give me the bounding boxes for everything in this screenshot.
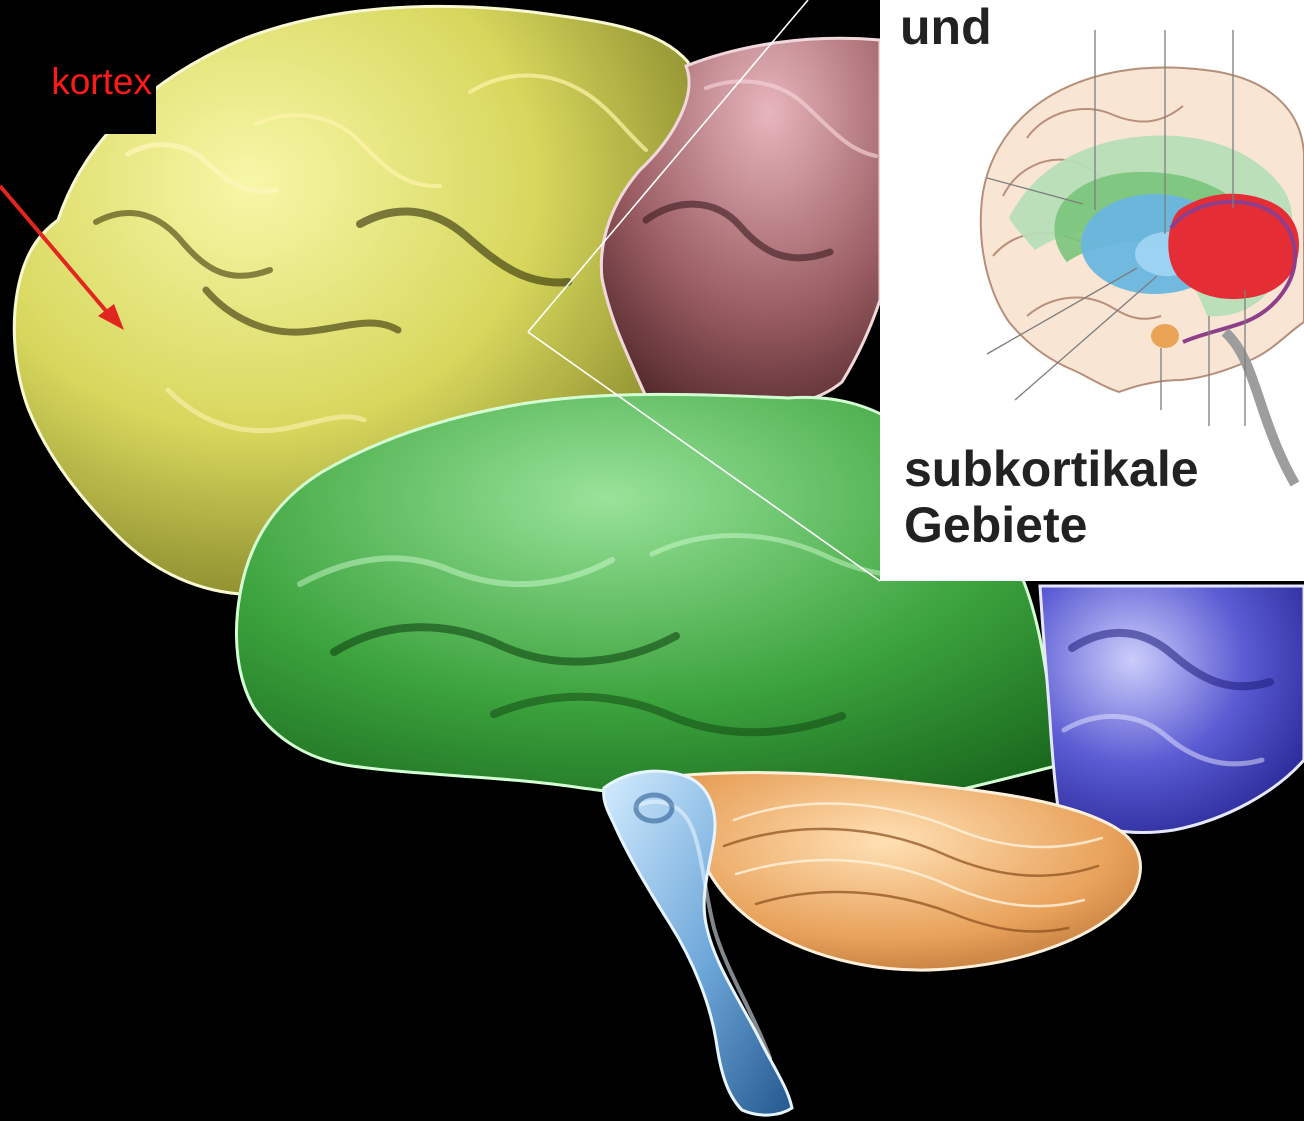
inset-amygdala [1151,324,1179,348]
inset-subtitle: subkortikale Gebiete [904,441,1199,553]
subcortical-inset-panel: und [880,0,1304,581]
inset-subtitle-line-1: subkortikale [904,441,1199,497]
inset-red-region [1168,194,1299,299]
occipital-lobe-shape [1040,586,1304,833]
inset-subtitle-line-2: Gebiete [904,497,1199,553]
cortex-label: kortex [51,63,152,100]
subcortical-brain-diagram [975,30,1304,490]
cortex-label-box: kortex [0,28,156,134]
